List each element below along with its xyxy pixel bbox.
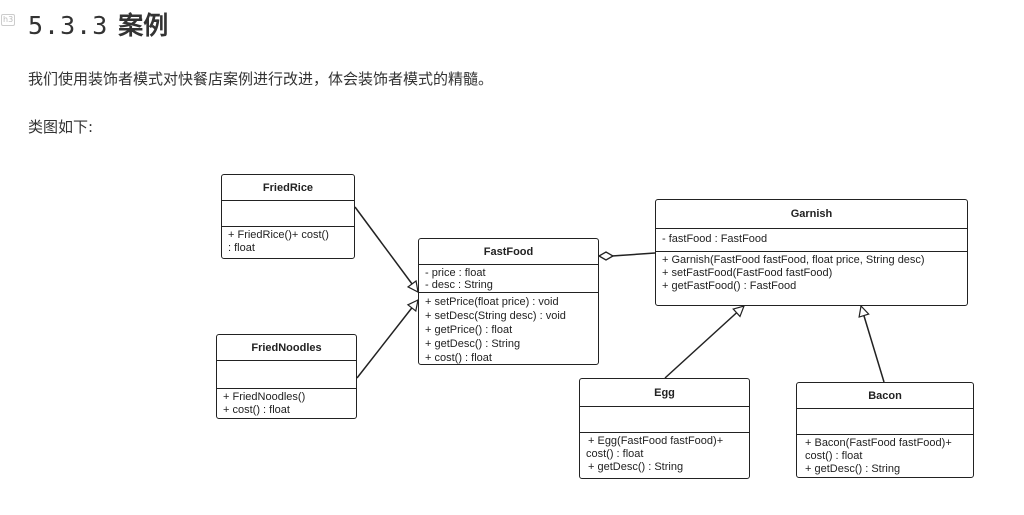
method: cost() : float	[805, 450, 863, 462]
method: + getDesc() : String	[588, 461, 684, 473]
class-name: FriedRice	[222, 175, 354, 201]
class-name: Bacon	[797, 383, 973, 409]
egg-inherits-garnish	[664, 306, 744, 379]
bacon-inherits-garnish	[861, 306, 885, 383]
attribute: - desc : String	[425, 279, 493, 291]
method: + getPrice() : float	[425, 324, 513, 336]
attributes-section: - price : float - desc : String	[419, 265, 598, 293]
attributes-section	[797, 409, 973, 435]
class-friedrice: FriedRice + FriedRice()+ cost() : float	[221, 174, 355, 259]
class-name: Egg	[580, 379, 749, 407]
methods-section: + setPrice(float price) : void + setDesc…	[419, 293, 598, 367]
method: + FriedNoodles()	[223, 391, 306, 403]
attributes-section	[222, 201, 354, 227]
method: + Garnish(FastFood fastFood, float price…	[662, 254, 925, 266]
aggregation-diamond	[597, 251, 615, 261]
attributes-section	[217, 361, 356, 389]
page-title: 5.3.3 案例	[28, 6, 168, 42]
methods-section: + FriedNoodles() + cost() : float	[217, 389, 356, 419]
intro-paragraph: 我们使用装饰者模式对快餐店案例进行改进，体会装饰者模式的精髓。	[28, 70, 494, 88]
attribute: - price : float	[425, 267, 486, 279]
method: + cost() : float	[223, 404, 290, 416]
method: + Egg(FastFood fastFood)+	[588, 435, 724, 447]
class-garnish: Garnish - fastFood : FastFood + Garnish(…	[655, 199, 968, 306]
class-name: FastFood	[419, 239, 598, 265]
method: + cost() : float	[425, 352, 492, 364]
methods-section: + FriedRice()+ cost() : float	[222, 227, 354, 257]
attributes-section: - fastFood : FastFood	[656, 229, 967, 252]
attribute: - fastFood : FastFood	[662, 233, 768, 245]
garnish-aggregates-fastfood	[611, 252, 656, 257]
attributes-section	[580, 407, 749, 433]
method: + getDesc() : String	[805, 463, 901, 475]
class-name: FriedNoodles	[217, 335, 356, 361]
friedrice-inherits-fastfood	[354, 206, 418, 292]
method: + FriedRice()+ cost()	[228, 229, 329, 241]
heading-level-badge: h3	[1, 14, 16, 26]
method: + Bacon(FastFood fastFood)+	[805, 437, 952, 449]
method: + getDesc() : String	[425, 338, 521, 350]
class-fastfood: FastFood - price : float - desc : String…	[418, 238, 599, 365]
section-title: 案例	[118, 11, 169, 40]
diagram-caption: 类图如下:	[28, 118, 94, 136]
friednoodles-inherits-fastfood	[356, 300, 418, 379]
class-bacon: Bacon + Bacon(FastFood fastFood)+ cost()…	[796, 382, 974, 478]
method: cost() : float	[586, 448, 644, 460]
methods-section: + Bacon(FastFood fastFood)+ cost() : flo…	[797, 435, 973, 478]
method: + setPrice(float price) : void	[425, 296, 559, 308]
method: + setDesc(String desc) : void	[425, 310, 566, 322]
method: + setFastFood(FastFood fastFood)	[662, 267, 833, 279]
class-egg: Egg + Egg(FastFood fastFood)+ cost() : f…	[579, 378, 750, 479]
methods-section: + Egg(FastFood fastFood)+ cost() : float…	[580, 433, 749, 476]
methods-section: + Garnish(FastFood fastFood, float price…	[656, 252, 967, 295]
class-name: Garnish	[656, 200, 967, 229]
class-friednoodles: FriedNoodles + FriedNoodles() + cost() :…	[216, 334, 357, 419]
method: + getFastFood() : FastFood	[662, 280, 797, 292]
method: : float	[228, 242, 255, 254]
section-number: 5.3.3	[28, 11, 109, 40]
